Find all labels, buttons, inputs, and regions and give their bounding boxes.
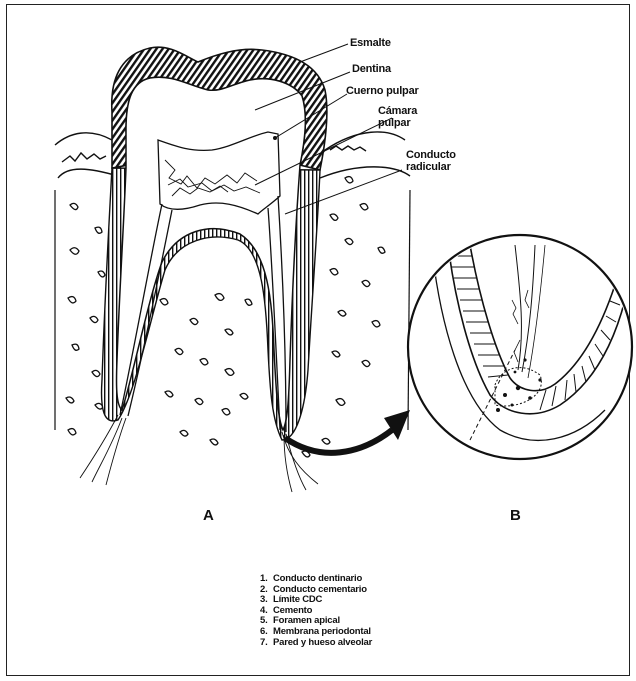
cuerno-pulpar-dot [273,136,277,140]
legend-item: 7.Pared y hueso alveolar [260,638,372,649]
legend-list: 1.Conducto dentinario 2.Conducto cementa… [260,574,372,648]
panel-label-a: A [203,507,214,524]
magnified-apex-view [408,235,632,459]
label-dentina: Dentina [352,64,391,75]
panel-label-b: B [510,507,521,524]
label-conducto-radicular-line2: radicular [406,162,451,173]
label-esmalte: Esmalte [350,38,391,49]
label-conducto-radicular-line1: Conducto [406,150,456,161]
label-cuerno-pulpar: Cuerno pulpar [346,86,419,97]
magnify-arrow [285,430,392,453]
label-camara-pulpar-line2: pulpar [378,118,410,129]
label-camara-pulpar-line1: Cámara [378,106,417,117]
